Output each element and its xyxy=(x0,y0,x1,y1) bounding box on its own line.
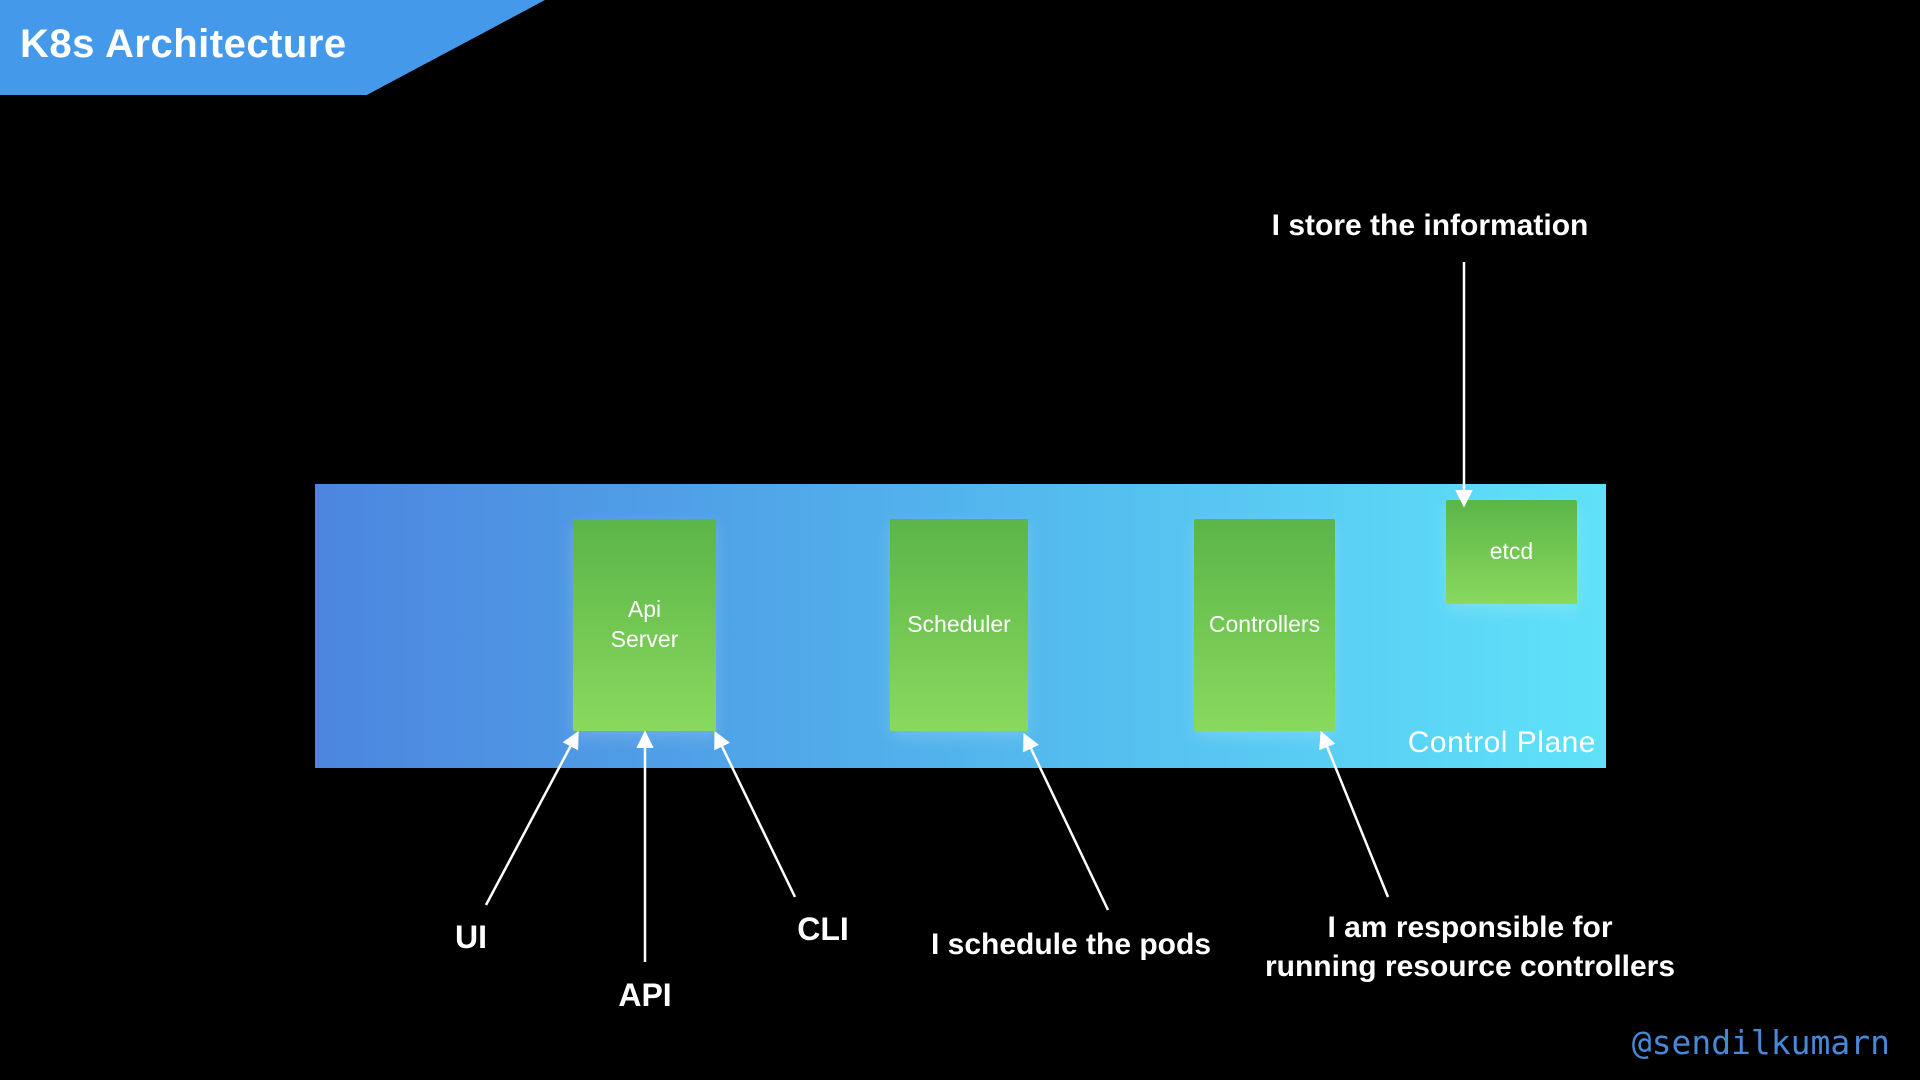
annotation-schedule: I schedule the pods xyxy=(930,928,1212,961)
control-plane-label: Control Plane xyxy=(1407,726,1596,759)
etcd-label: etcd xyxy=(1489,538,1534,565)
controllers-label: Controllers xyxy=(1208,611,1321,638)
annotation-cli: CLI xyxy=(797,911,849,947)
api-server-label: Api Server xyxy=(610,596,679,652)
controllers-box: Controllers xyxy=(1194,519,1335,731)
annotation-ui: UI xyxy=(455,919,487,955)
scheduler-box: Scheduler xyxy=(890,519,1028,731)
scheduler-label: Scheduler xyxy=(907,611,1011,638)
annotation-store-info: I store the information xyxy=(1271,209,1589,242)
annotation-responsible-line1: I am responsible for xyxy=(1327,911,1613,944)
page-title: K8s Architecture xyxy=(20,22,347,66)
control-plane-box: Api Server Scheduler Controllers etcd Co… xyxy=(315,484,1606,768)
annotation-responsible-line2: running resource controllers xyxy=(1264,950,1676,983)
annotation-responsible: I am responsible for running resource co… xyxy=(1265,908,1675,986)
etcd-box: etcd xyxy=(1446,500,1577,604)
author-handle: @sendilkumarn xyxy=(1631,1023,1890,1062)
api-server-box: Api Server xyxy=(573,519,716,731)
title-banner: K8s Architecture xyxy=(0,0,545,95)
annotation-api: API xyxy=(618,977,672,1013)
